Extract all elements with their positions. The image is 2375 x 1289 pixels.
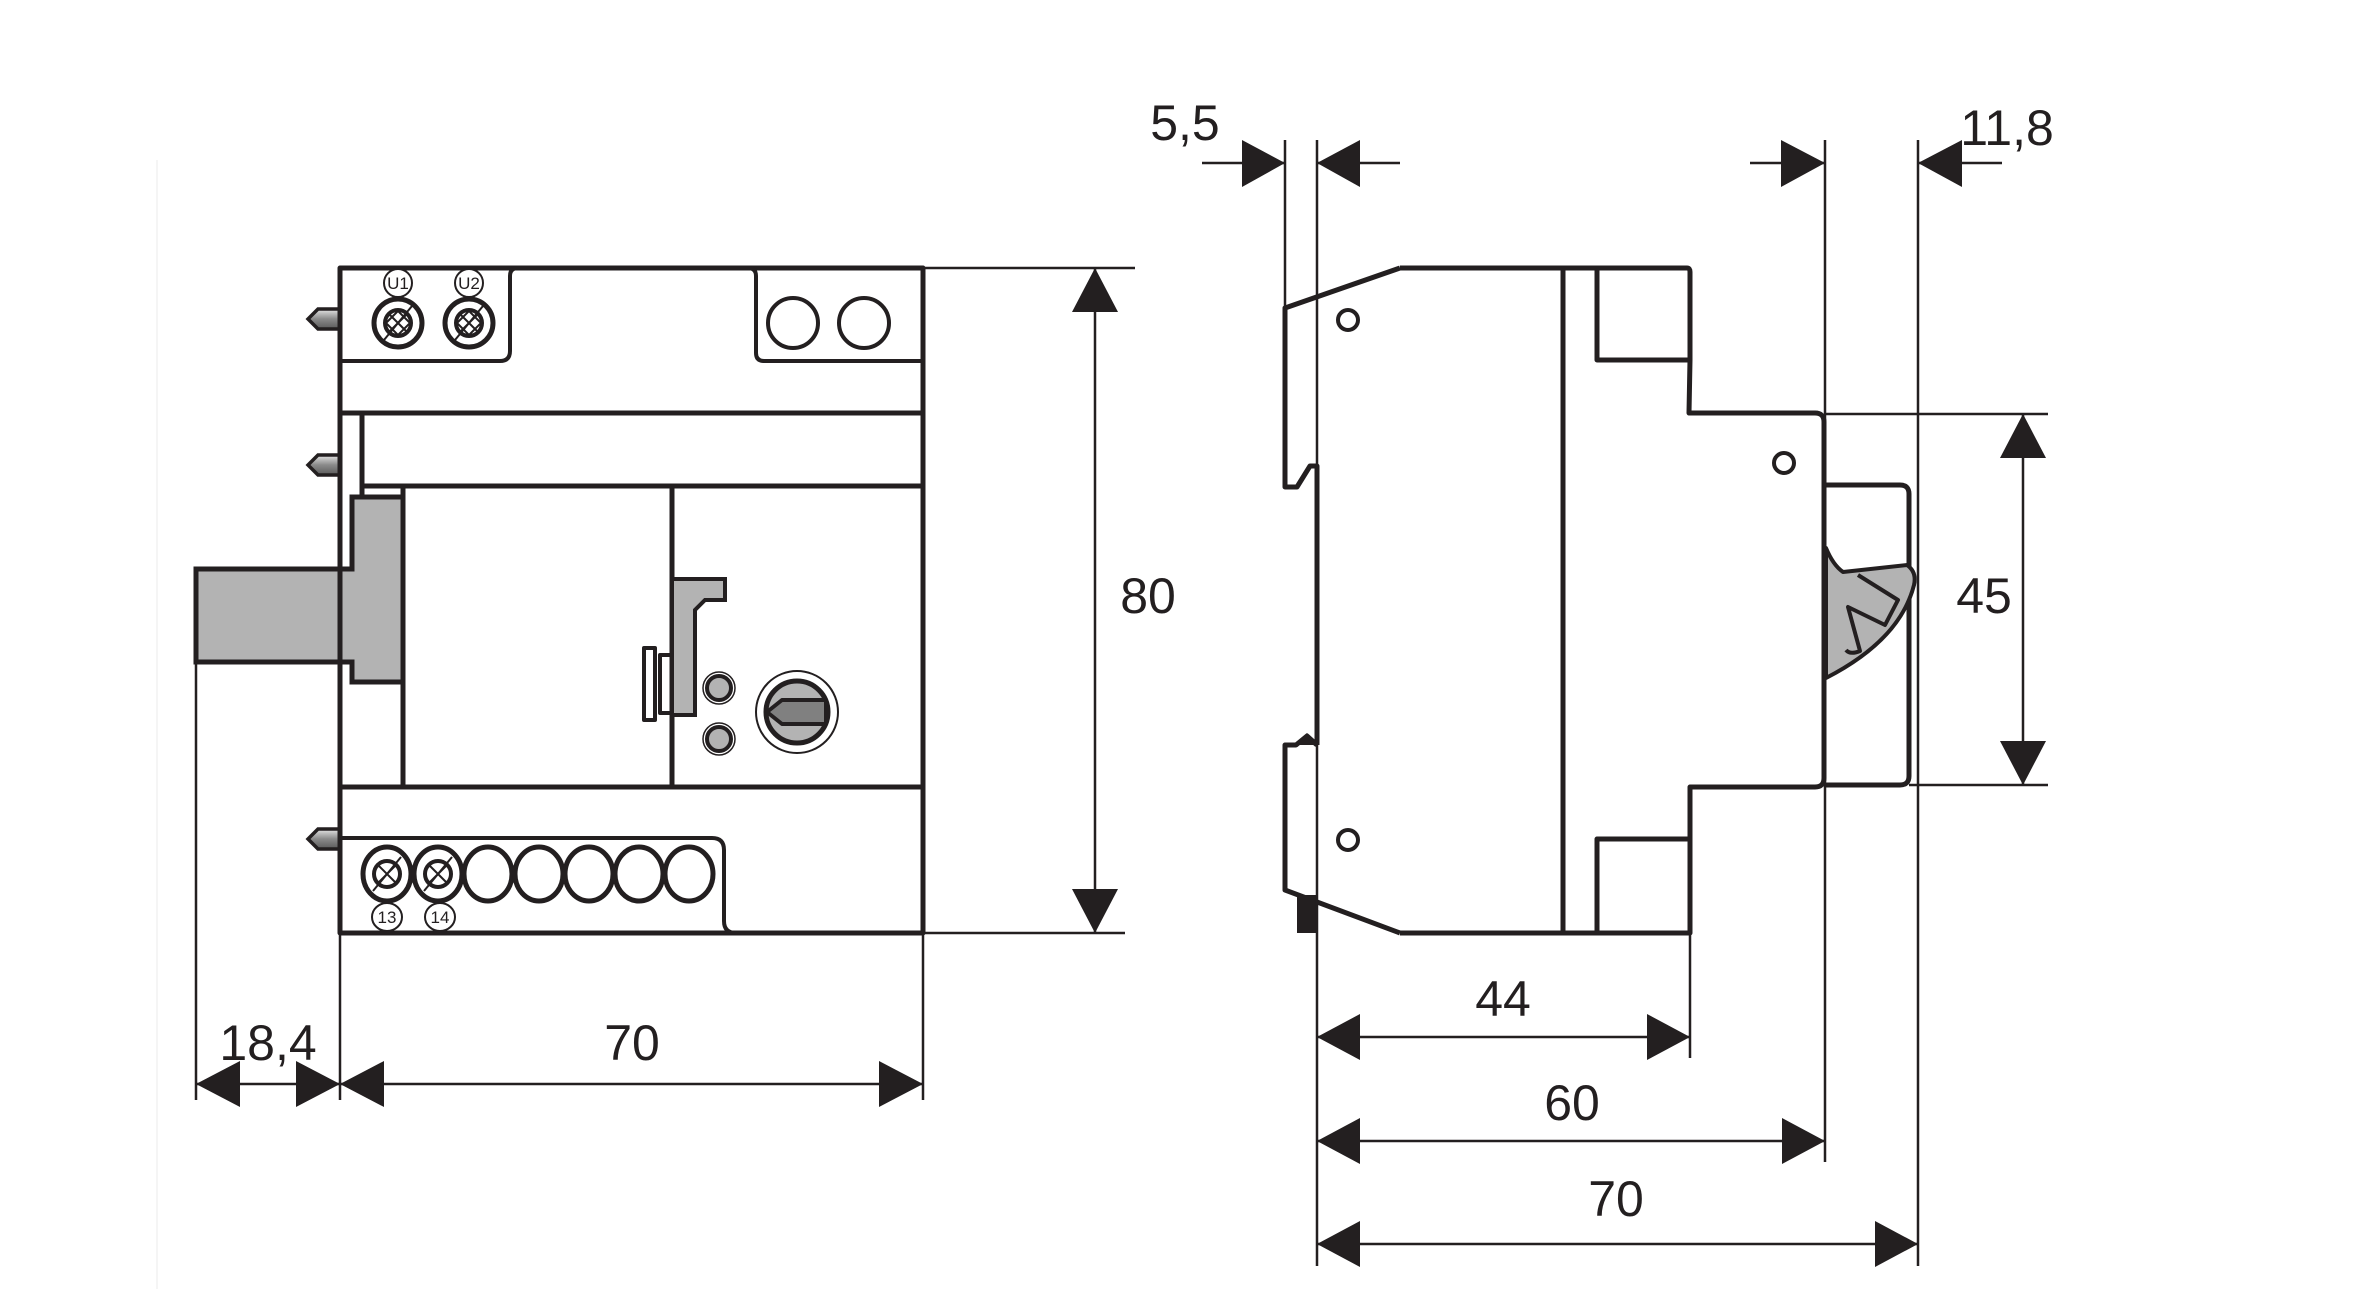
terminal-screw-u2 — [442, 296, 496, 350]
dimension-5-5 — [1202, 140, 1400, 187]
dimension-11-8 — [1750, 140, 2002, 187]
dimension-label-44: 44 — [1475, 971, 1531, 1027]
handle-housing — [1826, 482, 1912, 788]
latch-slot — [642, 646, 657, 722]
terminal-screw-u1 — [371, 296, 425, 350]
terminal-opening — [766, 296, 820, 350]
lower-step-box — [1594, 836, 1690, 933]
dimension-44-depth — [1317, 1014, 1690, 1060]
dimension-label-60: 60 — [1544, 1075, 1600, 1131]
test-latch — [670, 577, 727, 717]
terminal-label-badge — [454, 268, 484, 298]
terminal-block-bottom — [340, 836, 737, 935]
dimension-80-height — [1072, 268, 1118, 933]
side-view: 5,5 11,8 45 44 60 — [1150, 95, 2054, 1267]
dimension-label-18-4: 18,4 — [219, 1015, 316, 1071]
front-view: U1 U2 — [156, 160, 1176, 1289]
mounting-hole — [1336, 308, 1360, 332]
led-indicator — [702, 671, 736, 705]
terminal-opening — [512, 844, 566, 904]
side-body-outline — [1400, 265, 1827, 936]
terminal-label-13: 13 — [378, 908, 397, 927]
terminal-label-u1: U1 — [387, 274, 409, 293]
terminal-opening — [612, 844, 666, 904]
din-rail-clip — [1282, 265, 1401, 745]
rail-foot — [1297, 895, 1317, 933]
mounting-hole — [1772, 451, 1796, 475]
handle-lever-detail — [1844, 573, 1900, 655]
led-indicator — [702, 722, 736, 756]
mounting-hole — [1336, 828, 1360, 852]
dimension-18-4 — [196, 1061, 340, 1107]
mounting-pin — [305, 307, 342, 331]
dimension-label-5-5: 5,5 — [1150, 95, 1220, 151]
terminal-opening — [562, 844, 616, 904]
dimension-label-45: 45 — [1956, 568, 2012, 624]
mounting-pin — [305, 827, 342, 851]
terminal-label-badge — [371, 902, 403, 932]
dimension-label-11-8: 11,8 — [1960, 100, 2054, 156]
terminal-label-u2: U2 — [458, 274, 480, 293]
dimension-label-70-depth: 70 — [1588, 1171, 1644, 1227]
terminal-label-badge — [424, 902, 456, 932]
terminal-block-top-right — [747, 266, 923, 363]
rail-notch — [1296, 733, 1317, 745]
dimension-60-depth — [1317, 1118, 1825, 1164]
housing-outline — [337, 265, 926, 936]
mounting-pin — [305, 453, 342, 477]
dimension-label-80: 80 — [1120, 568, 1176, 624]
handle-lever — [1824, 546, 1917, 680]
dimension-label-70-width: 70 — [604, 1015, 660, 1071]
rotary-dial — [755, 670, 839, 754]
dimension-70-depth — [1317, 1221, 1918, 1267]
terminal-screw-14 — [411, 844, 465, 904]
dimension-45-height — [2000, 414, 2046, 785]
terminal-screw-13 — [360, 844, 414, 904]
latch-slot — [658, 653, 674, 715]
side-module — [193, 494, 406, 685]
terminal-opening — [837, 296, 891, 350]
terminal-opening — [662, 844, 716, 904]
upper-step-box — [1594, 270, 1690, 363]
dimension-70-width — [340, 1061, 923, 1107]
terminal-label-14: 14 — [431, 908, 450, 927]
terminal-block-top-left — [340, 266, 519, 363]
terminal-label-badge — [383, 268, 413, 298]
terminal-opening — [461, 844, 515, 904]
